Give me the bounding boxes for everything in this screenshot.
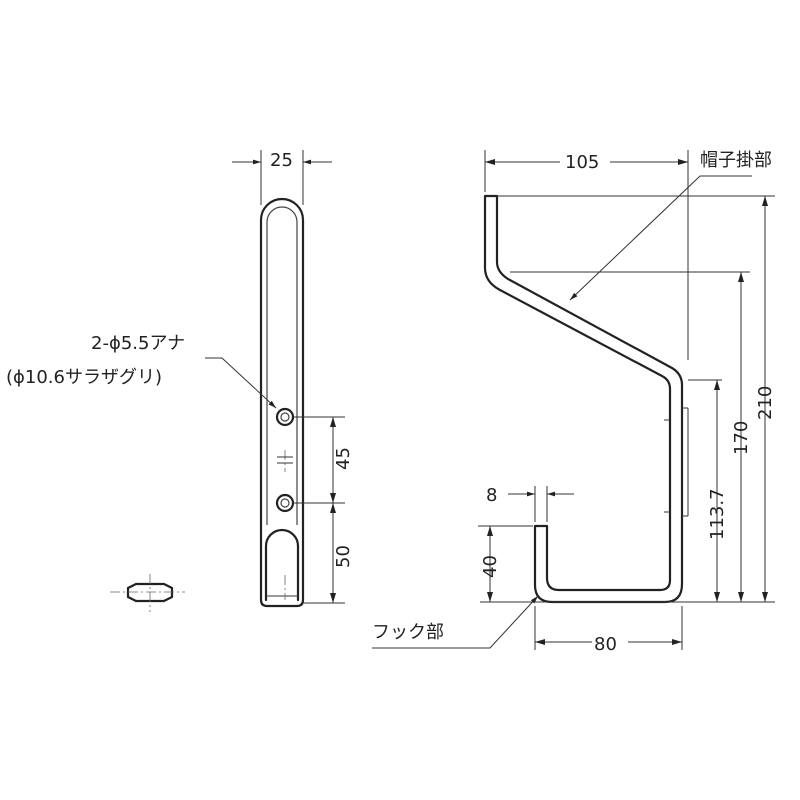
front-view-lower-pocket [264, 528, 300, 602]
mounting-hole-upper [275, 407, 295, 427]
dim-hole-to-bottom: 50 [333, 545, 354, 568]
dim-height-hook-stem: 113.7 [707, 488, 728, 540]
dim-hook-tip-height: 40 [480, 555, 501, 578]
hook-profile-outer [483, 194, 684, 604]
dim-depth-total: 105 [565, 152, 599, 173]
hole-spec-label: 2-ϕ5.5アナ [91, 333, 185, 354]
front-view: 25 45 50 2-ϕ5.5アナ (ϕ10.6サラザグリ) [6, 150, 354, 608]
dim-hook-tip-width: 8 [486, 485, 497, 506]
front-view-inner-slot [266, 206, 298, 525]
hat-part-label: 帽子掛部 [700, 150, 772, 171]
dim-height-total: 210 [755, 386, 776, 420]
counterbore-spec-label: (ϕ10.6サラザグリ) [6, 367, 162, 388]
side-view: 105 帽子掛部 210 170 113.7 8 [372, 146, 776, 655]
dim-width-side: 25 [270, 150, 293, 171]
dim-hole-pitch: 45 [333, 447, 354, 470]
dim-height-hat: 170 [731, 421, 752, 455]
section-profile [110, 574, 185, 612]
hook-part-label: フック部 [372, 622, 444, 643]
dim-hook-depth: 80 [594, 634, 617, 655]
mounting-hole-lower [275, 493, 295, 513]
front-view-outline [259, 197, 305, 608]
